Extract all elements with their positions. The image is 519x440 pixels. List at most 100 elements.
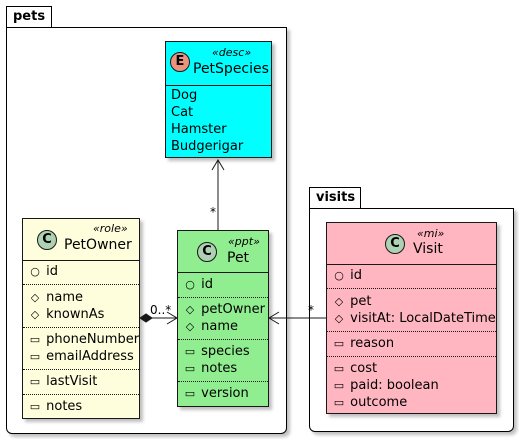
protected-icon: ◇ [30,308,40,321]
class-name: PetSpecies [193,61,269,77]
multiplicity-label: * [210,205,216,219]
attribute-name: reason [350,336,395,351]
private-icon: ▭ [333,337,345,350]
protected-icon: ◇ [334,312,344,325]
attribute-name: version [201,386,249,401]
stereotype-label: «ppt» [228,235,260,248]
separator [178,297,268,298]
class-petowner[interactable]: C «role» PetOwner ○ id ◇ name ◇ knownAs … [22,218,140,419]
package-tab-visits: visits [309,187,361,209]
class-name: Pet [227,250,250,266]
private-icon: ▭ [29,375,41,388]
attribute-name: name [46,290,84,305]
arrow-head-icon [268,311,280,325]
public-icon: ○ [334,269,344,282]
private-icon: ▭ [184,362,196,375]
attribute-row: ▭ notes [183,361,237,377]
attribute-name: paid: boolean [350,378,439,393]
attribute-name: species [201,344,250,359]
private-icon: ▭ [29,400,41,413]
composition-diamond-icon [139,313,153,323]
class-circle-icon: C [197,242,217,262]
enum-circle-icon: E [170,52,190,72]
attribute-name: cost [350,361,378,376]
attribute-name: lastVisit [46,374,98,389]
attribute-name: name [201,319,239,334]
public-icon: ○ [30,265,40,278]
attribute-row: ▭ paid: boolean [332,378,439,394]
public-icon: ○ [185,278,195,291]
class-pet[interactable]: C «ppt» Pet ○ id ◇ petOwner ◇ name ▭ spe… [177,230,269,407]
attribute-name: outcome [350,395,408,410]
protected-icon: ◇ [30,291,40,304]
attribute-row: ▭ outcome [332,395,407,411]
separator [327,288,496,289]
package-tab-pets: pets [6,6,52,28]
separator [327,331,496,332]
separator [23,369,139,370]
package-name-visits: visits [316,190,356,205]
private-icon: ▭ [333,362,345,375]
attribute-name: visitAt: LocalDateTime [350,311,496,326]
separator [23,284,139,285]
attribute-row: ▭ notes [28,399,82,415]
class-circle-icon: C [37,230,57,250]
multiplicity-label: * [308,303,314,317]
attribute-row: ▭ reason [332,336,394,352]
class-petspecies[interactable]: E «desc» PetSpecies Dog Cat Hamster Budg… [165,41,272,158]
attribute-row: ◇ visitAt: LocalDateTime [332,311,496,327]
attribute-row: ▭ phoneNumber [28,332,139,348]
private-icon: ▭ [184,387,196,400]
attribute-name: id [46,264,59,279]
attribute-row: ▭ emailAddress [28,349,134,365]
protected-icon: ◇ [185,303,195,316]
attribute-row: ◇ name [28,290,83,306]
attribute-row: ○ id [332,268,362,284]
stereotype-label: «desc» [212,46,252,59]
multiplicity-label: 0..* [150,303,171,317]
attribute-name: emailAddress [46,349,134,364]
attribute-name: phoneNumber [46,332,140,347]
attribute-name: notes [46,399,83,414]
separator [327,356,496,357]
attribute-row: ▭ species [183,344,250,360]
attribute-name: id [350,268,363,283]
private-icon: ▭ [184,345,196,358]
stereotype-label: «mi» [417,227,445,240]
protected-icon: ◇ [185,320,195,333]
separator [178,381,268,382]
attribute-row: ◇ petOwner [183,302,265,318]
class-name: PetOwner [64,237,132,253]
separator [23,260,139,261]
private-icon: ▭ [29,333,41,346]
attribute-row: ▭ lastVisit [28,374,98,390]
separator [178,272,268,273]
enum-value: Budgerigar [171,139,244,154]
attribute-name: pet [350,294,372,309]
separator [166,85,271,86]
class-circle-icon: C [385,234,405,254]
attribute-row: ◇ knownAs [28,307,105,323]
private-icon: ▭ [333,379,345,392]
attribute-row: ○ id [183,277,213,293]
enum-value: Cat [171,105,194,120]
attribute-name: id [201,277,214,292]
attribute-row: ◇ name [183,319,238,335]
private-icon: ▭ [333,396,345,409]
attribute-row: ○ id [28,264,58,280]
arrow-head-icon [166,311,178,325]
arrow-head-icon [211,159,225,171]
attribute-name: petOwner [201,302,265,317]
class-visit[interactable]: C «mi» Visit ○ id ◇ pet ◇ visitAt: Local… [326,222,497,414]
attribute-name: notes [201,361,238,376]
attribute-row: ▭ version [183,386,249,402]
stereotype-label: «role» [93,222,128,235]
separator [327,264,496,265]
separator [23,394,139,395]
enum-value: Dog [171,88,198,103]
enum-value: Hamster [171,122,227,137]
attribute-row: ◇ pet [332,294,372,310]
attribute-name: knownAs [46,307,105,322]
protected-icon: ◇ [334,295,344,308]
